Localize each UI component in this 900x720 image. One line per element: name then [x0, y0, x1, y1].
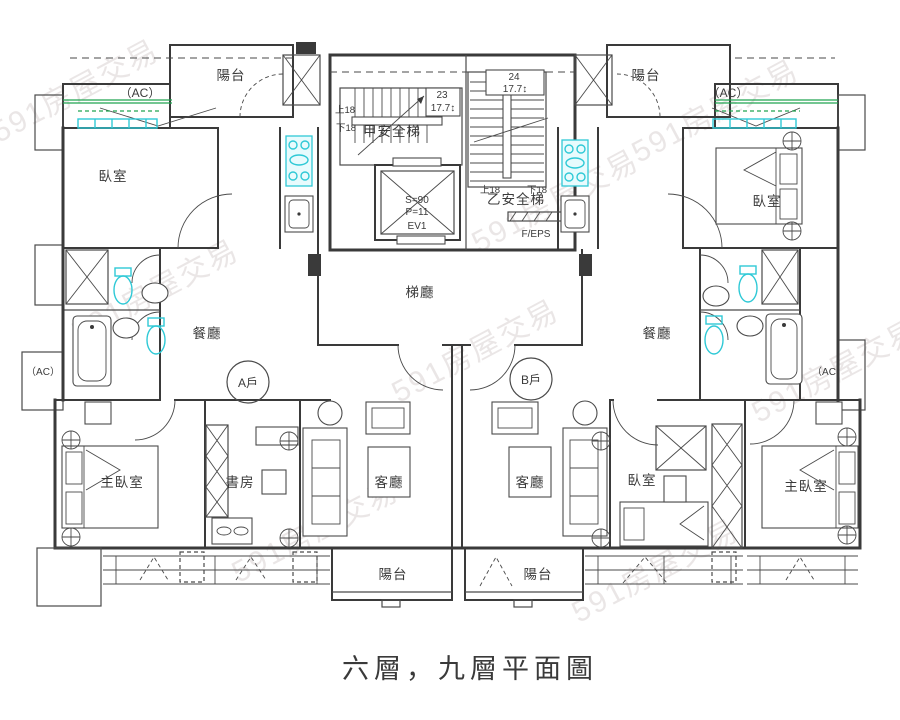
bedroom-top-right-label: 臥室 — [753, 193, 782, 209]
living-left-label: 客廳 — [375, 474, 404, 490]
bedroom-b-label: 臥室 — [628, 472, 657, 488]
living-right-label: 客廳 — [516, 474, 545, 490]
f-eps-label: F/EPS — [522, 229, 551, 240]
unit-b-label: B戶 — [521, 373, 541, 387]
window-cyan-sills — [77, 118, 797, 129]
master-left-label: 主臥室 — [100, 474, 144, 490]
elevator-id-label: EV1 — [408, 221, 427, 232]
balcony-bottom-left-label: 陽台 — [379, 567, 408, 582]
ac-mid-right-label: （AC） — [812, 366, 846, 378]
cross-circle-marks — [61, 131, 857, 548]
balcony-bottom-right-label: 陽台 — [524, 567, 553, 582]
basin-icon — [112, 317, 140, 339]
sofa — [562, 400, 608, 537]
bed — [715, 147, 803, 225]
ac-top-right-label: （AC） — [708, 86, 749, 100]
dining-left-label: 餐廳 — [193, 325, 222, 341]
tv-cabinet — [365, 401, 411, 435]
door-arcs — [131, 73, 795, 446]
stove-icon — [285, 135, 313, 187]
stair-a-up-label: 上18 — [335, 105, 355, 116]
stair-a-label: 甲安全梯 — [363, 123, 421, 139]
window-green-lines — [63, 99, 838, 112]
watermark-text: 591房屋交易 — [387, 294, 565, 410]
desk — [211, 426, 299, 545]
kitchen-sink-icon — [560, 195, 590, 233]
balcony-top-left-label: 陽台 — [217, 68, 246, 83]
unit-a-badge: A戶 — [226, 360, 270, 404]
stove-icon — [561, 139, 589, 187]
stair-b-up-label: 上18 — [480, 185, 500, 196]
stair-a-steps-label: 23 — [436, 90, 448, 101]
table — [367, 446, 411, 498]
bed — [61, 401, 159, 529]
stair-a-down-label: 下18 — [336, 123, 356, 134]
toilet-icon — [738, 265, 758, 303]
stair-a — [339, 87, 463, 166]
kitchen-sink-icon — [284, 195, 314, 233]
basin-icon — [702, 285, 730, 307]
dining-right-label: 餐廳 — [643, 325, 672, 341]
master-right-label: 主臥室 — [784, 478, 828, 494]
bathtub-icon — [765, 313, 803, 385]
stair-b-down-label: 下18 — [527, 185, 547, 196]
toilet-icon — [146, 317, 166, 355]
toilet-icon — [704, 315, 724, 355]
wardrobe — [205, 424, 229, 518]
bedroom-top-left-label: 臥室 — [99, 168, 128, 184]
stair-b-label: 乙安全梯 — [487, 191, 545, 207]
room-labels: 陽台 陽台 （AC） （AC） （AC） （AC） 臥室 臥室 甲安全梯 乙安全… — [26, 68, 846, 582]
wardrobe — [655, 423, 743, 549]
basin-icon — [736, 315, 764, 337]
elevator — [374, 157, 461, 245]
tv-cabinet — [491, 401, 539, 435]
ac-mid-left-label: （AC） — [26, 366, 60, 378]
bed — [619, 501, 709, 547]
sofa — [302, 400, 348, 537]
unit-a-label: A戶 — [238, 376, 258, 390]
page-title: 六層，九層平面圖 — [342, 654, 598, 684]
table — [508, 446, 552, 498]
hall-label: 梯廳 — [406, 284, 435, 300]
balcony-top-right-label: 陽台 — [632, 68, 661, 83]
bathtub-icon — [72, 315, 112, 387]
stair-b-steps-label: 24 — [508, 72, 520, 83]
stair-b — [467, 69, 549, 188]
study-label: 書房 — [226, 475, 255, 490]
basin-icon — [141, 282, 169, 304]
elevator-s-label: S=90 — [405, 195, 429, 206]
ac-top-left-label: （AC） — [120, 86, 161, 100]
toilet-icon — [113, 267, 133, 305]
elevator-p-label: P=11 — [406, 207, 429, 218]
stair-a-rise-label: 17.7↕ — [431, 103, 455, 114]
shower-icon — [761, 249, 799, 305]
bed — [761, 401, 859, 529]
unit-b-badge: B戶 — [509, 357, 553, 401]
shower-icon — [65, 249, 109, 305]
stair-b-rise-label: 17.7↕ — [503, 84, 527, 95]
